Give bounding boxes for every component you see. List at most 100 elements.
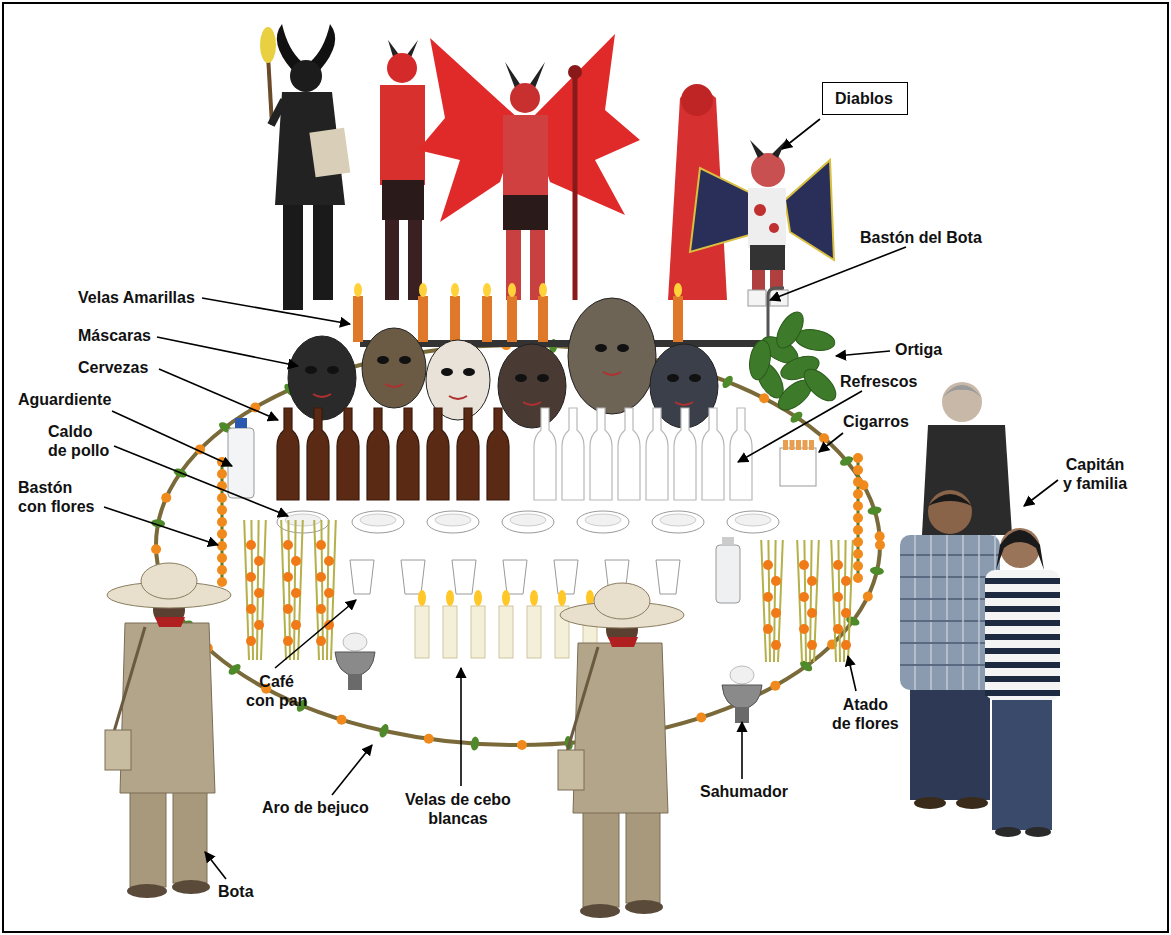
devil-staff [573, 75, 578, 300]
coat [922, 425, 1012, 535]
candle [507, 296, 517, 342]
devil-head [387, 53, 417, 83]
devil-head [751, 153, 785, 187]
marigold [217, 505, 227, 515]
tallow-candle [471, 606, 485, 658]
plastic-bottle [716, 545, 740, 603]
callout-box: Diablos [822, 82, 908, 115]
marigold [875, 540, 885, 550]
part-label: Capitán y familia [1063, 455, 1127, 493]
part-label: Bastón con flores [18, 478, 94, 516]
hat-crown [141, 563, 197, 599]
marigold [853, 525, 863, 535]
flame [530, 590, 538, 606]
bowl-inside [660, 514, 696, 526]
leader-lines [104, 119, 1058, 879]
flame [483, 283, 491, 297]
marigold [833, 560, 843, 570]
plaid-line [900, 576, 1000, 578]
flowers [217, 453, 863, 662]
liquor-bottle [228, 428, 254, 498]
mask-eye [305, 366, 317, 374]
marigold [771, 576, 781, 586]
part-label: Sahumador [700, 782, 788, 801]
leg [130, 787, 166, 887]
burlap-body [120, 623, 215, 793]
marigold [841, 640, 851, 650]
stripe [985, 676, 1060, 682]
marigold [833, 592, 843, 602]
cup [452, 560, 476, 594]
marigold [759, 393, 769, 403]
leader-line [205, 852, 226, 879]
bowl-inside [435, 514, 471, 526]
soda-bottle [702, 408, 724, 500]
part-label: Aguardiente [18, 390, 111, 409]
stripe [985, 606, 1060, 612]
part-label: Refrescos [840, 372, 917, 391]
soda-bottle [562, 408, 584, 500]
flame [446, 590, 454, 606]
devil-head [510, 83, 540, 113]
marigold [853, 465, 863, 475]
marigold [217, 517, 227, 527]
flame [558, 590, 566, 606]
stripe [985, 578, 1060, 584]
mask-eye [327, 366, 339, 374]
marigold [770, 681, 780, 691]
soda-bottle [534, 408, 556, 500]
candle [450, 296, 460, 342]
leg [583, 807, 619, 907]
devils [260, 24, 834, 310]
devil-shorts [382, 180, 424, 220]
mask-mouth [603, 372, 621, 375]
flame [418, 590, 426, 606]
flame [451, 283, 459, 297]
marigold [254, 620, 264, 630]
devil-shorts [750, 245, 785, 270]
marigold [283, 540, 293, 550]
beer-bottle [307, 408, 329, 500]
leader-line [741, 722, 743, 779]
leader-line [332, 745, 372, 795]
nettle-leaf [771, 308, 808, 353]
devil-arm [271, 100, 284, 125]
marigold [763, 560, 773, 570]
nettle-leaf [747, 339, 774, 382]
frame [3, 3, 1168, 932]
marigold [853, 501, 863, 511]
leaf [867, 505, 882, 515]
censer-bowl [722, 685, 762, 709]
devil-leg [313, 205, 333, 300]
flame [502, 590, 510, 606]
jeans [910, 690, 990, 800]
bottles [228, 408, 752, 603]
marigold [217, 529, 227, 539]
scarf [608, 637, 638, 647]
flame [354, 283, 362, 297]
marigold [316, 572, 326, 582]
marigold [217, 469, 227, 479]
bottle-cap [722, 537, 734, 545]
marigold [316, 604, 326, 614]
marigold [841, 576, 851, 586]
marigold [833, 624, 843, 634]
flame [508, 283, 516, 297]
flame [419, 283, 427, 297]
beer-bottle [487, 408, 509, 500]
soup-bowls [277, 511, 779, 533]
marigold [696, 712, 706, 722]
marigold [853, 477, 863, 487]
mask-eye [667, 374, 679, 382]
mask-eye [441, 368, 453, 376]
cup [401, 560, 425, 594]
devil-leg [385, 220, 399, 300]
devil-body [748, 188, 786, 248]
plaid-line [978, 535, 980, 690]
marigold [246, 540, 256, 550]
marigold [291, 588, 301, 598]
hat-crown [594, 583, 650, 619]
cigarette [809, 440, 814, 450]
bag-strap [113, 627, 145, 735]
